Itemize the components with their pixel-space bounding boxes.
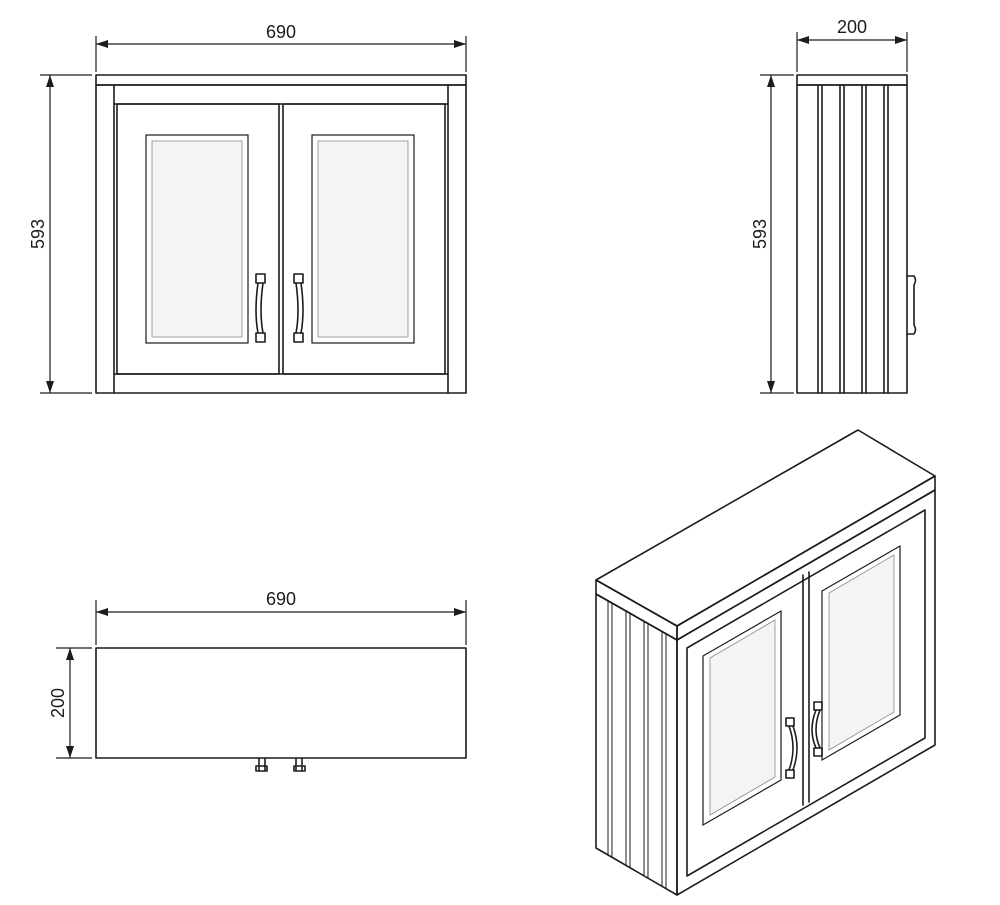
front-height-label: 593 xyxy=(28,219,48,249)
front-width-dimension xyxy=(95,36,467,72)
front-carcass xyxy=(95,84,467,394)
top-outline xyxy=(95,647,467,759)
side-height-label: 593 xyxy=(750,219,770,249)
top-depth-label: 200 xyxy=(48,688,68,718)
side-view: 200 593 xyxy=(750,17,917,394)
top-handle-stubs xyxy=(255,757,306,772)
front-view: 690 593 xyxy=(28,22,467,394)
front-right-handle xyxy=(293,273,304,343)
front-left-door xyxy=(116,103,280,375)
top-width-dimension xyxy=(95,600,467,645)
isometric-view xyxy=(595,429,936,896)
front-width-label: 690 xyxy=(266,22,296,42)
side-depth-label: 200 xyxy=(837,17,867,37)
iso-right-handle xyxy=(811,701,823,757)
side-handle xyxy=(906,275,917,335)
iso-left-handle xyxy=(785,717,798,779)
top-view: 690 200 xyxy=(48,589,467,772)
side-height-dimension xyxy=(760,74,794,394)
iso-front-frame xyxy=(676,489,936,896)
side-depth-dimension xyxy=(796,32,908,72)
top-depth-dimension xyxy=(56,647,92,759)
top-width-label: 690 xyxy=(266,589,296,609)
side-panel xyxy=(796,84,908,394)
front-left-handle xyxy=(255,273,266,343)
front-height-dimension xyxy=(40,74,92,394)
front-right-door xyxy=(282,103,446,375)
front-top-cornice xyxy=(95,74,467,86)
side-top-cornice xyxy=(796,74,908,86)
